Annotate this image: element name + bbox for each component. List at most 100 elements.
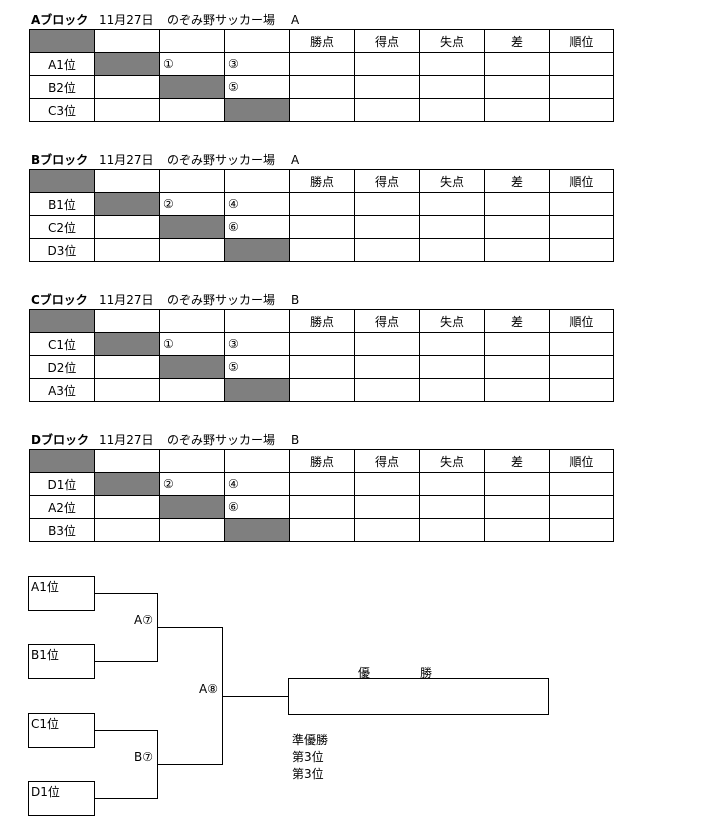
stat-cell [354,378,420,402]
table-cell [159,238,225,262]
self-match-cell [159,355,225,379]
third-place-label: 第3位 [292,767,324,781]
block-venue: のぞみ野サッカー場 [167,433,276,447]
self-match-cell [94,192,160,216]
table-cell [159,449,225,473]
table-row: C3位 [29,98,614,122]
stat-cell [549,355,614,379]
stat-cell [289,332,355,356]
stat-cell [484,472,550,496]
bracket-team-label: C1位 [31,717,60,731]
bracket-team-box: A1位 [28,576,95,611]
block-venue: のぞみ野サッカー場 [167,293,276,307]
team-label: C3位 [29,98,95,122]
stat-cell [419,332,485,356]
table-cell [94,238,160,262]
column-header: 失点 [419,169,485,193]
stat-cell [549,332,614,356]
match-number: ③ [224,332,290,356]
bracket-line [94,593,158,594]
stat-cell [484,192,550,216]
match-number: ⑥ [224,215,290,239]
team-label: B2位 [29,75,95,99]
column-header: 差 [484,449,550,473]
table-cell [94,29,160,53]
block-venue: のぞみ野サッカー場 [167,153,276,167]
bracket-team-label: D1位 [31,785,60,799]
table-row: A3位 [29,378,614,402]
table-cell [159,98,225,122]
table-cell [224,449,290,473]
stat-cell [289,495,355,519]
stat-cell [484,495,550,519]
stat-cell [419,52,485,76]
champion-label-2: 勝 [420,666,433,680]
stat-cell [354,98,420,122]
stat-cell [354,52,420,76]
final-match-label: A⑧ [199,682,218,696]
table-cell [94,169,160,193]
block-field: A [291,153,300,167]
third-place-label: 第3位 [292,750,324,764]
block-date: 11月27日 [99,433,154,447]
block-date: 11月27日 [99,293,154,307]
block-name: Cブロック [31,293,88,307]
stat-cell [484,215,550,239]
block-date: 11月27日 [99,13,154,27]
stat-cell [419,495,485,519]
table-cell [94,355,160,379]
stat-cell [419,238,485,262]
block-name: Dブロック [31,433,89,447]
column-header: 失点 [419,29,485,53]
table-row: C2位 ⑥ [29,215,614,239]
stat-cell [549,215,614,239]
table-cell [94,75,160,99]
table-cell [159,378,225,402]
table-cell [159,518,225,542]
match-number: ⑤ [224,75,290,99]
stat-cell [484,355,550,379]
table-cell [94,495,160,519]
match-number: ③ [224,52,290,76]
column-header: 勝点 [289,449,355,473]
bracket-team-label: A1位 [31,580,59,594]
block-date: 11月27日 [99,153,154,167]
table-row: B2位 ⑤ [29,75,614,99]
match-number: ⑤ [224,355,290,379]
self-match-cell [159,75,225,99]
column-header: 得点 [354,309,420,333]
column-header: 勝点 [289,169,355,193]
column-header: 差 [484,169,550,193]
stat-cell [549,495,614,519]
table-cell [224,29,290,53]
table-cell [224,309,290,333]
match-number: ④ [224,192,290,216]
stat-cell [289,472,355,496]
stat-cell [289,75,355,99]
column-header: 差 [484,29,550,53]
team-label: C2位 [29,215,95,239]
self-match-cell [159,215,225,239]
stat-cell [549,98,614,122]
table-cell [224,169,290,193]
stat-cell [484,52,550,76]
block-name: Bブロック [31,153,89,167]
stat-cell [289,98,355,122]
column-header: 得点 [354,169,420,193]
stat-cell [484,378,550,402]
block-field: B [291,433,300,447]
self-match-cell [224,98,290,122]
table-cell [94,98,160,122]
team-label: D1位 [29,472,95,496]
team-label: D3位 [29,238,95,262]
table-cell [94,518,160,542]
column-header: 失点 [419,309,485,333]
stat-cell [419,518,485,542]
self-match-cell [224,378,290,402]
stat-cell [484,98,550,122]
